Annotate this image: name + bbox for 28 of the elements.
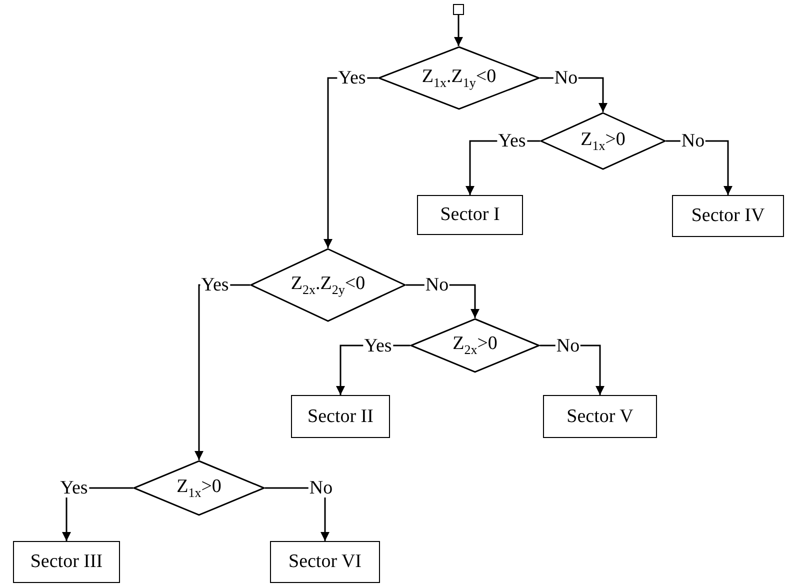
box-label: Sector IV (691, 205, 765, 227)
edge-label: Yes (363, 336, 393, 355)
condition-text: Z$_{1x}$>0 (176, 476, 222, 500)
box-label: Sector I (440, 204, 500, 226)
arrow (454, 15, 463, 46)
condition-text: Z$_{2x}$.Z$_{2y}$<0 (290, 272, 366, 298)
decision-diamond (133, 460, 265, 516)
decision-diamond (250, 248, 406, 322)
condition-text: Z$_{1x}$>0 (580, 128, 626, 154)
process-box (543, 395, 657, 438)
edge-label: Yes (59, 478, 89, 498)
decision-diamond (410, 318, 540, 373)
box-label: Sector V (566, 406, 634, 428)
process-box (270, 541, 380, 583)
box-label: Sector VI (288, 551, 362, 573)
edge-label: No (308, 478, 334, 498)
edge-label: No (555, 336, 581, 355)
process-box (291, 395, 390, 438)
condition-text: Z$_{1x}$.Z$_{1y}$<0 (422, 66, 496, 90)
condition-text: Z$_{2x}$>0 (452, 333, 498, 358)
decision-diamond (378, 46, 540, 110)
process-box (672, 195, 784, 237)
process-box (13, 541, 120, 583)
start-box (453, 4, 464, 15)
decision-diamond (540, 112, 666, 170)
box-label: Sector II (308, 406, 374, 428)
process-box (417, 195, 523, 235)
box-label: Sector III (30, 551, 103, 573)
